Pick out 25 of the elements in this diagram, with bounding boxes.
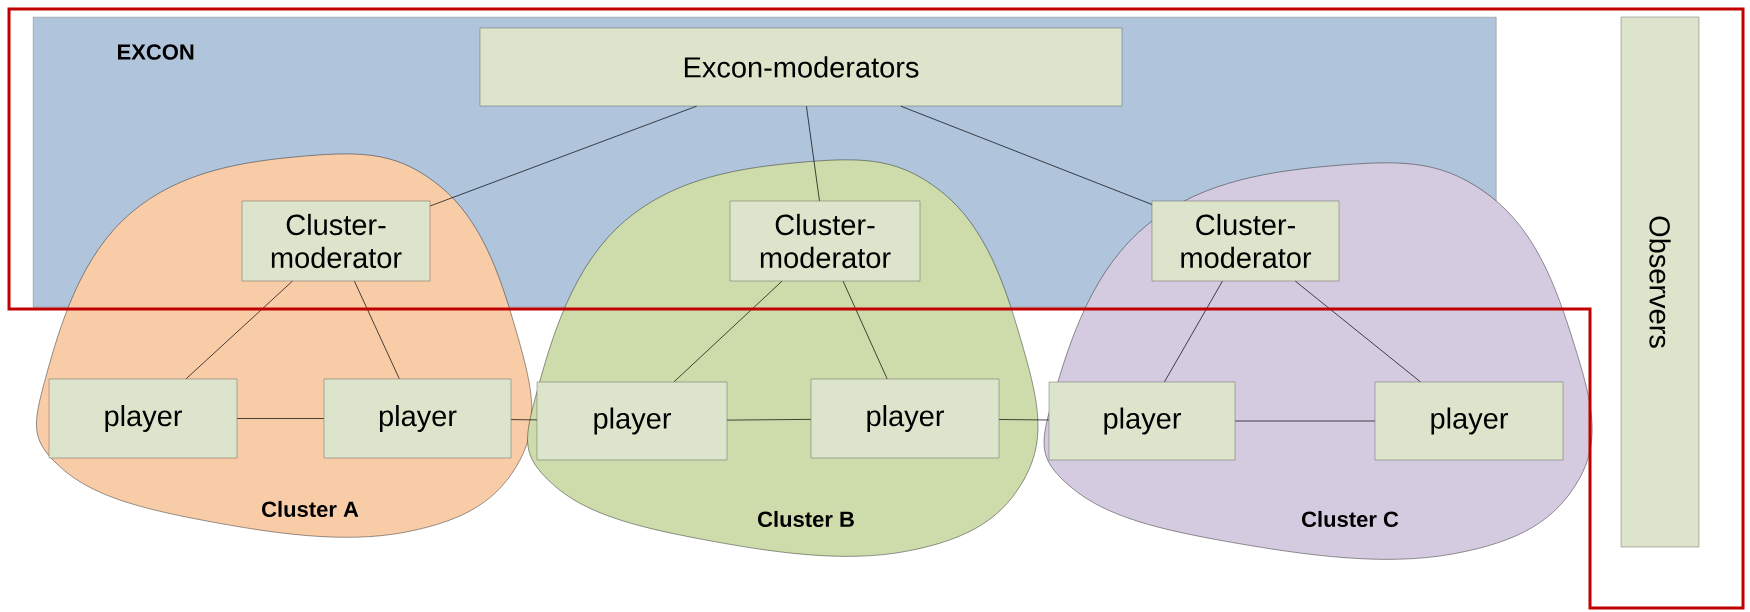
connector-line [1295, 280, 1421, 383]
observers-box: Observers [1620, 16, 1700, 548]
role-box: Cluster-moderator [1151, 200, 1340, 282]
role-box: Excon-moderators [479, 27, 1123, 107]
role-box: Cluster-moderator [729, 200, 921, 282]
connector-line [998, 419, 1050, 421]
connector-line [354, 280, 400, 380]
connector-line [236, 418, 325, 419]
connector-line [842, 280, 888, 380]
role-box: player [1374, 381, 1564, 461]
connector-line [900, 105, 1153, 205]
connector-line [429, 105, 697, 207]
connector-line [806, 105, 820, 202]
connector-line [185, 280, 293, 380]
role-box: player [323, 378, 512, 459]
role-box: player [810, 378, 1000, 459]
connector-line [1234, 420, 1376, 422]
connector-line [673, 280, 783, 383]
role-box: player [1048, 381, 1236, 461]
role-box: player [536, 381, 728, 461]
connector-line [1164, 280, 1223, 383]
connector-line [726, 419, 812, 421]
role-box: player [48, 378, 238, 459]
role-box: Cluster-moderator [241, 200, 431, 282]
connector-line [510, 419, 538, 421]
